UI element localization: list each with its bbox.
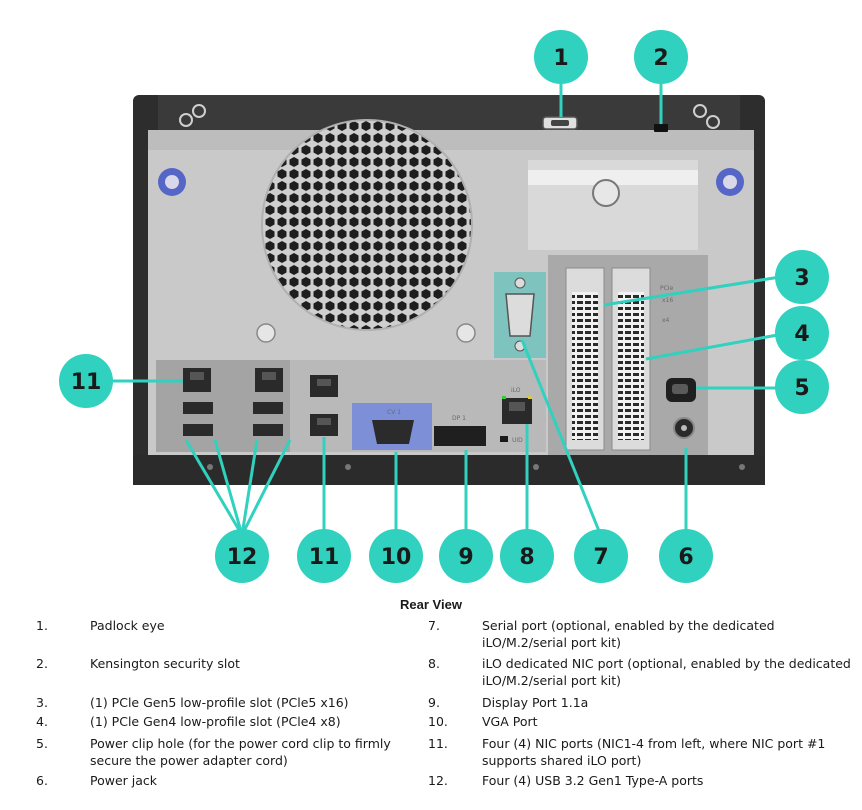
usb-port-1 bbox=[183, 402, 213, 414]
slot1-label: x16 bbox=[662, 297, 673, 304]
callout-3: 3 bbox=[775, 250, 829, 304]
svg-text:12: 12 bbox=[227, 545, 258, 570]
pcie-slot-2 bbox=[611, 267, 651, 451]
legend-number: 9. bbox=[428, 695, 440, 710]
uid-button bbox=[500, 436, 508, 442]
kensington-slot bbox=[654, 124, 668, 132]
dp-label: DP 1 bbox=[452, 415, 466, 422]
callout-12: 12 bbox=[215, 529, 269, 583]
svg-text:1: 1 bbox=[553, 46, 568, 71]
legend-number: 4. bbox=[36, 714, 48, 729]
svg-text:9: 9 bbox=[458, 545, 473, 570]
legend-text: Power jack bbox=[90, 773, 158, 788]
display-port bbox=[434, 426, 486, 446]
svg-text:10: 10 bbox=[381, 545, 412, 570]
callout-7: 7 bbox=[574, 529, 628, 583]
callout-1: 1 bbox=[534, 30, 588, 84]
vga-label: CV 1 bbox=[387, 409, 401, 416]
legend-text: Power clip hole (for the power cord clip… bbox=[90, 736, 391, 768]
svg-text:11: 11 bbox=[309, 545, 340, 570]
callout-5: 5 bbox=[775, 360, 829, 414]
thumbscrew-left bbox=[158, 168, 186, 196]
nic-port-4 bbox=[310, 414, 338, 436]
svg-text:3: 3 bbox=[794, 266, 809, 291]
vga-port bbox=[352, 403, 432, 450]
svg-text:8: 8 bbox=[519, 545, 534, 570]
serial-port bbox=[494, 272, 546, 358]
usb-port-3 bbox=[253, 402, 283, 414]
legend-text: VGA Port bbox=[482, 714, 538, 729]
legend-number: 7. bbox=[428, 618, 440, 633]
legend-number: 5. bbox=[36, 736, 48, 751]
svg-text:7: 7 bbox=[593, 545, 608, 570]
svg-text:5: 5 bbox=[794, 376, 809, 401]
callout-11-left: 11 bbox=[59, 354, 113, 408]
svg-text:11: 11 bbox=[71, 370, 102, 395]
legend-number: 10. bbox=[428, 714, 448, 729]
legend-text: Four (4) USB 3.2 Gen1 Type-A ports bbox=[482, 773, 704, 788]
usb-port-4 bbox=[253, 424, 283, 436]
rear-view-diagram: PCIe x16 x4 CV 1 DP 1 bbox=[59, 30, 829, 583]
padlock-eye bbox=[542, 116, 578, 130]
callout-11-bottom: 11 bbox=[297, 529, 351, 583]
legend-number: 8. bbox=[428, 656, 440, 671]
uid-label: UID bbox=[512, 437, 523, 444]
callout-9: 9 bbox=[439, 529, 493, 583]
callout-4: 4 bbox=[775, 306, 829, 360]
usb-port-2 bbox=[183, 424, 213, 436]
thumbscrew-right bbox=[716, 168, 744, 196]
callout-6: 6 bbox=[659, 529, 713, 583]
callout-10: 10 bbox=[369, 529, 423, 583]
io-panel bbox=[156, 360, 546, 452]
svg-text:2: 2 bbox=[653, 46, 668, 71]
power-clip bbox=[666, 378, 696, 402]
leader-lines bbox=[106, 84, 784, 537]
legend-number: 3. bbox=[36, 695, 48, 710]
legend-text: Padlock eye bbox=[90, 618, 165, 633]
legend-number: 12. bbox=[428, 773, 448, 788]
nic-port-2 bbox=[255, 368, 283, 392]
pcie-slot-1 bbox=[565, 267, 605, 451]
legend-text: Display Port 1.1a bbox=[482, 695, 589, 710]
svg-text:6: 6 bbox=[678, 545, 693, 570]
legend-number: 1. bbox=[36, 618, 48, 633]
ilo-port bbox=[502, 396, 532, 424]
legend-text: Four (4) NIC ports (NIC1-4 from left, wh… bbox=[482, 736, 826, 768]
power-jack bbox=[673, 417, 695, 439]
legend-number: 11. bbox=[428, 736, 448, 751]
ilo-label: iLO bbox=[511, 387, 521, 394]
legend-text: (1) PCle Gen5 low-profile slot (PCle5 x1… bbox=[90, 695, 349, 710]
legend-text: (1) PCle Gen4 low-profile slot (PCle4 x8… bbox=[90, 714, 341, 729]
nic-port-1 bbox=[183, 368, 211, 392]
pcie-label: PCIe bbox=[660, 285, 674, 292]
nic-port-3 bbox=[310, 375, 338, 397]
fan-grille bbox=[256, 119, 476, 343]
legend-text: Kensington security slot bbox=[90, 656, 240, 671]
callout-8: 8 bbox=[500, 529, 554, 583]
svg-text:4: 4 bbox=[794, 322, 809, 347]
legend-text: Serial port (optional, enabled by the de… bbox=[482, 618, 775, 650]
legend-number: 2. bbox=[36, 656, 48, 671]
legend-text: iLO dedicated NIC port (optional, enable… bbox=[482, 656, 851, 688]
figure-caption: Rear View bbox=[400, 597, 462, 612]
callout-2: 2 bbox=[634, 30, 688, 84]
legend-number: 6. bbox=[36, 773, 48, 788]
slot2-label: x4 bbox=[662, 317, 670, 324]
